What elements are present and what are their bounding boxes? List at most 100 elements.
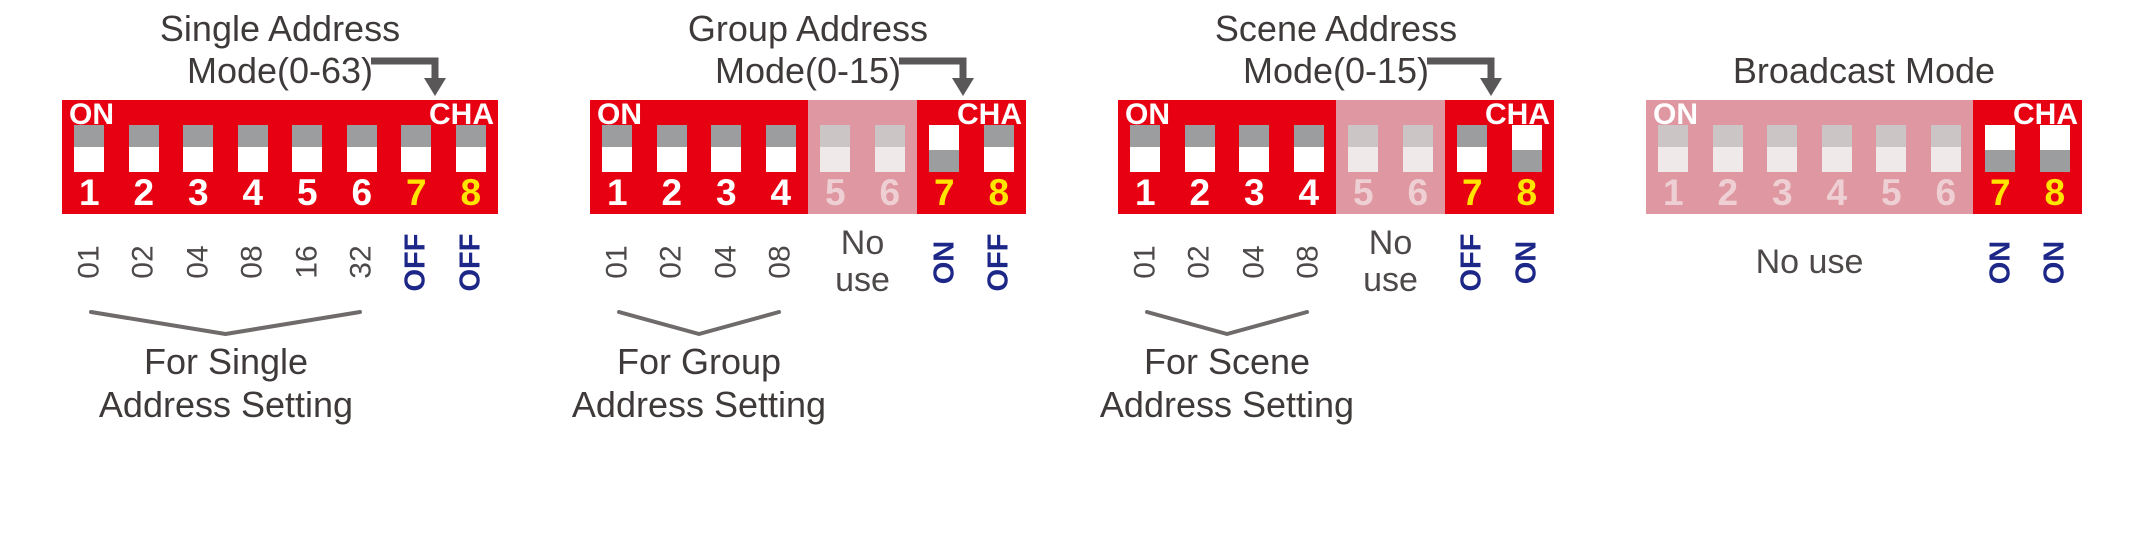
dip-column-8: 8	[2028, 100, 2083, 214]
switch-handle	[1876, 147, 1907, 172]
switch-2-setting-text: 02	[126, 245, 160, 279]
switch-handle	[929, 125, 960, 151]
dip-column-4: 4	[226, 100, 281, 214]
no-use-text: No	[840, 224, 885, 262]
switch-7-setting-text: ON	[1983, 240, 2016, 284]
switch-number-5: 5	[1352, 172, 1374, 213]
panel-title-line: Mode(0-15)	[714, 50, 902, 91]
switch-6-setting: 32	[335, 214, 390, 310]
switch-3-setting-text: 04	[1237, 245, 1271, 279]
switch-handle	[1293, 147, 1324, 172]
switch-handle	[237, 147, 268, 172]
switch-handle	[656, 147, 687, 172]
dip-switch-8-off	[983, 125, 1014, 172]
switch-8-setting: OFF	[972, 214, 1027, 310]
switch-number-7: 7	[405, 172, 427, 213]
no-use-text: No	[1368, 224, 1413, 262]
switch-3-setting-text: 04	[709, 245, 743, 279]
switch-number-8: 8	[1516, 172, 1538, 213]
switch-3-setting-text: 04	[181, 245, 215, 279]
switch-1-setting: 01	[590, 214, 645, 310]
switch-1-setting-text: 01	[1128, 245, 1162, 279]
switch-5-setting: 16	[280, 214, 335, 310]
caption-line: Address Setting	[1099, 384, 1355, 425]
switch-handle	[820, 147, 851, 172]
switch-handle	[1930, 147, 1961, 172]
dip-column-2: 2	[645, 100, 700, 214]
switch-handle	[401, 147, 432, 172]
dip-switch-3-off	[183, 125, 214, 172]
dip-switch-7-off	[401, 125, 432, 172]
dip-switch-6-nouse	[874, 125, 905, 172]
switch-number-1: 1	[78, 172, 100, 213]
switch-handle	[711, 147, 742, 172]
dip-column-7: 7	[1445, 100, 1500, 214]
dip-column-7: 7	[1973, 100, 2028, 214]
dip-column-5: 5	[280, 100, 335, 214]
dip-column-4: 4	[754, 100, 809, 214]
dip-column-8: 8	[972, 100, 1027, 214]
panel-title-line: Group Address	[687, 8, 929, 49]
switch-4-setting: 08	[754, 214, 809, 310]
switch-number-7: 7	[1461, 172, 1483, 213]
switch-8-setting-text: ON	[1510, 240, 1543, 284]
switch-handle	[1457, 147, 1488, 172]
dip-cha-label: CHA	[957, 98, 1022, 131]
switch-number-2: 2	[1717, 172, 1739, 213]
dip-switch-4-nouse	[1821, 125, 1852, 172]
dip-switch-5-off	[292, 125, 323, 172]
switch-number-3: 3	[1243, 172, 1265, 213]
dip-column-6: 6	[1918, 100, 1973, 214]
switch-number-2: 2	[661, 172, 683, 213]
dip-switch-5-nouse	[1876, 125, 1907, 172]
caption-line: For Single	[143, 341, 309, 382]
switch-handle	[1767, 147, 1798, 172]
switch-8-setting-text: ON	[2038, 240, 2071, 284]
dip-column-5: 5	[1336, 100, 1391, 214]
switch-3-setting: 04	[171, 214, 226, 310]
dip-column-1: 1	[1118, 100, 1173, 214]
switch-8-setting: ON	[1500, 214, 1555, 310]
switch-2-setting: 02	[117, 214, 172, 310]
dip-switch-2-off	[656, 125, 687, 172]
dip-column-4: 4	[1282, 100, 1337, 214]
switch-7-setting: OFF	[389, 214, 444, 310]
switch-handle	[1821, 147, 1852, 172]
dip-switch-1-off	[1130, 125, 1161, 172]
switch-number-2: 2	[133, 172, 155, 213]
panel-title-line: Single Address	[159, 8, 401, 49]
dip-column-6: 6	[335, 100, 390, 214]
switch-8-setting: OFF	[444, 214, 499, 310]
panel-title-line: Mode(0-15)	[1242, 50, 1430, 91]
switch-number-2: 2	[1189, 172, 1211, 213]
switch-handle	[292, 147, 323, 172]
dip-column-6: 6	[862, 100, 917, 214]
switch-1-setting: 01	[1118, 214, 1173, 310]
dip-switch-1-off	[74, 125, 105, 172]
dip-switch-8-off	[455, 125, 486, 172]
dip-column-7: 7	[389, 100, 444, 214]
switch-7-setting-text: ON	[927, 240, 960, 284]
switch-7-setting-text: OFF	[399, 233, 432, 291]
dip-column-3: 3	[171, 100, 226, 214]
switch-number-5: 5	[824, 172, 846, 213]
switch-number-7: 7	[933, 172, 955, 213]
panel-title-line: Mode(0-63)	[186, 50, 374, 91]
switch-7-setting: ON	[917, 214, 972, 310]
no-use-label: No use	[1646, 214, 1973, 310]
switch-7-setting: OFF	[1445, 214, 1500, 310]
switch-8-setting-text: OFF	[454, 233, 487, 291]
dip-switch-4-off	[237, 125, 268, 172]
dip-switch-3-nouse	[1767, 125, 1798, 172]
